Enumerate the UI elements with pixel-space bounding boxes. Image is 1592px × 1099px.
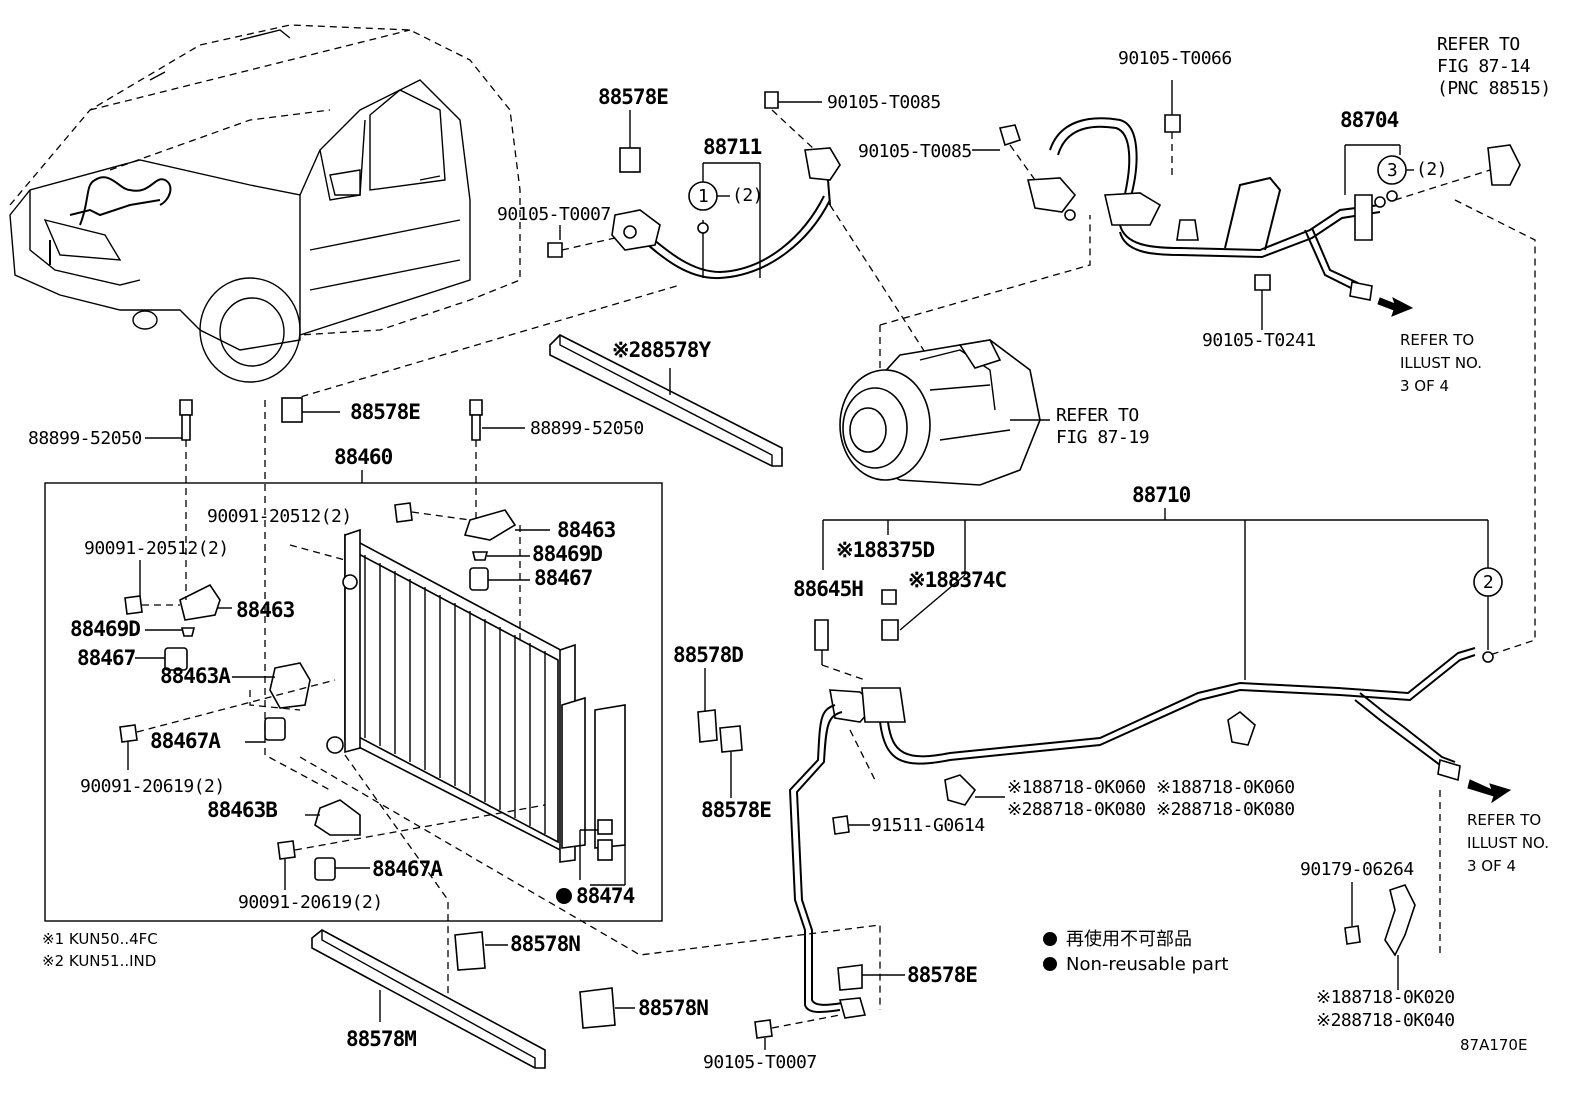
bracket-88578E-top xyxy=(619,147,641,173)
line-88710: 2 xyxy=(697,508,1512,1050)
hose-88711: 1 xyxy=(547,91,841,280)
label-88578E-c: 88578E xyxy=(701,798,771,822)
label-88578N-b: 88578N xyxy=(638,996,708,1020)
label-88578Y: ※288578Y xyxy=(612,338,711,362)
beam-88578Y xyxy=(549,334,783,467)
label-88718-0K060-a: ※188718-0K060 xyxy=(1007,777,1146,798)
label-90105-T0007-b: 90105-T0007 xyxy=(703,1052,817,1073)
condenser-hardware xyxy=(119,397,626,904)
condenser-88460 xyxy=(264,284,881,1010)
label-88899-52050-a: 88899-52050 xyxy=(28,428,142,449)
label-90105-T0241: 90105-T0241 xyxy=(1202,330,1316,351)
refer-illust-a-line1: REFER TO xyxy=(1400,331,1474,349)
circle-ref-2: 2 xyxy=(1483,572,1493,593)
lower-parts xyxy=(311,929,635,1069)
condenser-group-box xyxy=(44,482,663,922)
label-88578E-b: 88578E xyxy=(350,400,420,424)
refer-illust-a-line2: ILLUST NO. xyxy=(1400,354,1482,372)
footnotes: ※1 KUN50..4FC ※2 KUN51..IND xyxy=(42,930,158,970)
refer-fig8719-line1: REFER TO xyxy=(1056,405,1139,426)
label-88578E-top: 88578E xyxy=(598,85,668,109)
label-88469D-b: 88469D xyxy=(70,617,140,641)
label-88578E-d: 88578E xyxy=(907,963,977,987)
label-88467-a: 88467 xyxy=(534,566,593,590)
label-88467-b: 88467 xyxy=(77,646,136,670)
legend-dot-en xyxy=(1043,957,1057,971)
label-90179-06264: 90179-06264 xyxy=(1300,859,1414,880)
circle-ref-1: 1 xyxy=(698,186,708,207)
label-c1-qty: (2) xyxy=(732,185,763,206)
label-88718-0K080-a: ※288718-0K080 xyxy=(1007,799,1146,820)
refer-illust-b-line1: REFER TO xyxy=(1467,811,1541,829)
label-88718-0K020: ※188718-0K020 xyxy=(1316,987,1455,1008)
figure-id: 87A170E xyxy=(1460,1036,1527,1054)
label-88718-0K060-b: ※188718-0K060 xyxy=(1156,777,1295,798)
label-88469D-a: 88469D xyxy=(532,542,602,566)
refer-fig8714-line1: REFER TO xyxy=(1437,34,1520,55)
label-90091-20512-a: 90091-20512(2) xyxy=(207,506,352,527)
label-88375D: ※188375D xyxy=(836,538,934,562)
label-90105-T0085-b: 90105-T0085 xyxy=(858,141,972,162)
refer-illust-a-line3: 3 OF 4 xyxy=(1400,377,1449,395)
label-88460: 88460 xyxy=(334,445,393,469)
footnote-2: ※2 KUN51..IND xyxy=(42,952,156,970)
footnote-1: ※1 KUN50..4FC xyxy=(42,930,158,948)
label-88467A-b: 88467A xyxy=(372,857,443,881)
label-90091-20619-a: 90091-20619(2) xyxy=(80,776,225,797)
part-labels: 88578E 88711 90105-T0085 90105-T0066 901… xyxy=(28,48,1455,1073)
compressor xyxy=(829,204,1091,486)
label-90105-T0007-a: 90105-T0007 xyxy=(497,204,611,225)
refer-illust-b-line3: 3 OF 4 xyxy=(1467,857,1516,875)
label-88474: 88474 xyxy=(576,884,635,908)
label-88463A: 88463A xyxy=(160,664,231,688)
label-91511-G0614: 91511-G0614 xyxy=(871,815,985,836)
refer-fig8714-line2: FIG 87-14 xyxy=(1437,56,1530,77)
label-88704: 88704 xyxy=(1340,108,1399,132)
legend-dot-jp xyxy=(1043,932,1057,946)
refer-fig8714-line3: (PNC 88515) xyxy=(1437,78,1551,99)
non-reusable-dot xyxy=(556,888,572,904)
label-90091-20619-b: 90091-20619(2) xyxy=(238,892,383,913)
label-88645H: 88645H xyxy=(793,577,863,601)
label-88578M: 88578M xyxy=(346,1027,416,1051)
label-88463B: 88463B xyxy=(207,798,277,822)
label-88710: 88710 xyxy=(1132,483,1191,507)
vehicle-outline xyxy=(9,24,521,383)
label-90091-20512-b: 90091-20512(2) xyxy=(84,538,229,559)
label-88711: 88711 xyxy=(703,135,762,159)
label-88718-0K040: ※288718-0K040 xyxy=(1316,1010,1455,1031)
label-88899-52050-b: 88899-52050 xyxy=(530,418,644,439)
label-88374C: ※188374C xyxy=(908,568,1006,592)
circle-ref-3: 3 xyxy=(1387,160,1397,181)
pipe-88704: 3 xyxy=(972,80,1536,656)
legend-en: Non-reusable part xyxy=(1066,954,1228,975)
label-88463-a: 88463 xyxy=(557,518,616,542)
label-90105-T0085-a: 90105-T0085 xyxy=(827,92,941,113)
legend-jp: 再使用不可部品 xyxy=(1066,929,1192,950)
label-88467A-a: 88467A xyxy=(150,729,221,753)
legend: 再使用不可部品 Non-reusable part xyxy=(1043,929,1228,975)
refer-illust-b-line2: ILLUST NO. xyxy=(1467,834,1549,852)
label-88718-0K080-b: ※288718-0K080 xyxy=(1156,799,1295,820)
label-88578D: 88578D xyxy=(673,643,743,667)
label-88578N-a: 88578N xyxy=(510,932,580,956)
refer-notes: REFER TO FIG 87-14 (PNC 88515) REFER TO … xyxy=(1056,34,1551,875)
label-88463-b: 88463 xyxy=(236,598,295,622)
label-c3-qty: (2) xyxy=(1416,159,1447,180)
label-90105-T0066: 90105-T0066 xyxy=(1118,48,1232,69)
refer-fig8719-line2: FIG 87-19 xyxy=(1056,427,1149,448)
